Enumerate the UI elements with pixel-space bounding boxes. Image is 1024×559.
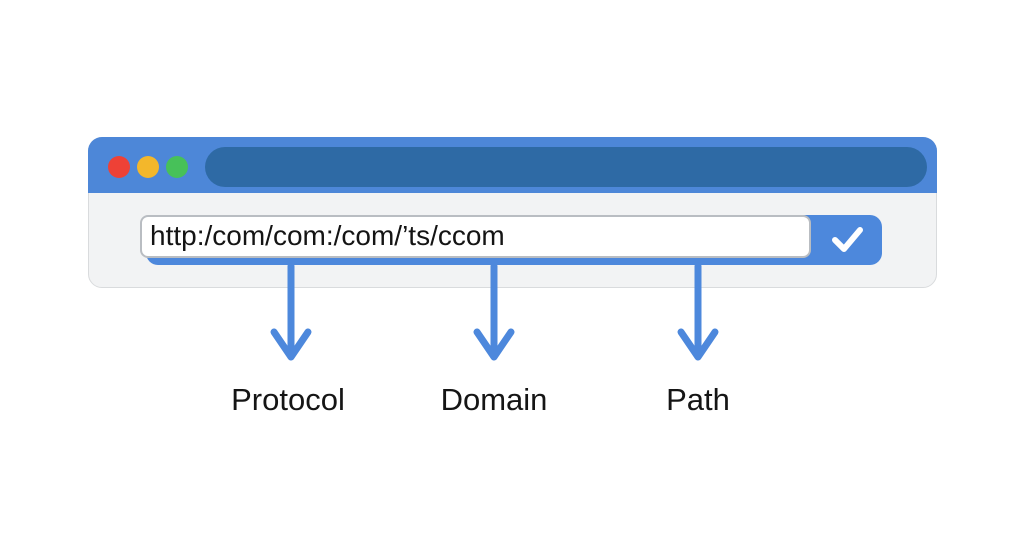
path-label: Path — [666, 382, 730, 417]
go-button[interactable] — [811, 215, 882, 265]
browser-titlebar — [88, 137, 937, 193]
checkmark-icon — [828, 225, 866, 255]
arrow-down-icon — [676, 262, 720, 366]
close-button[interactable] — [108, 156, 130, 178]
domain-label: Domain — [440, 382, 548, 417]
browser-window — [88, 137, 937, 288]
zoom-button[interactable] — [166, 156, 188, 178]
url-input[interactable] — [140, 215, 811, 258]
browser-tab-bar — [205, 147, 927, 187]
arrow-down-icon — [269, 262, 313, 366]
arrow-down-icon — [472, 262, 516, 366]
protocol-label: Protocol — [231, 382, 345, 417]
minimize-button[interactable] — [137, 156, 159, 178]
